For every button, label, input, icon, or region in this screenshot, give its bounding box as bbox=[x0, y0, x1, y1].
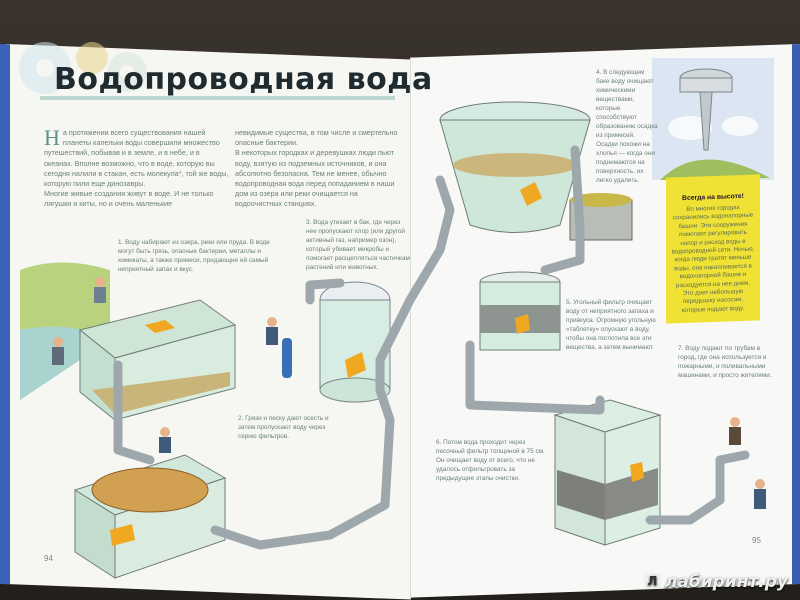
step-5-caption: 5. Угольный фильтр очищает воду от непри… bbox=[566, 299, 656, 351]
tower-info-text: Во многих городах сохранились водонапорн… bbox=[671, 204, 755, 314]
intro-paragraph-4: В некоторых городках и деревушках люди п… bbox=[235, 148, 395, 209]
step-2-caption: 2. Грязи и песку дают осесть и затем про… bbox=[238, 415, 329, 440]
page-number-right: 95 bbox=[752, 536, 761, 545]
intro-paragraph-2: Многие живые создания живут в воде. И не… bbox=[44, 189, 214, 209]
step-6-caption: 6. Потом вода проходит через песочный фи… bbox=[436, 439, 545, 482]
drop-cap: Н bbox=[44, 125, 60, 150]
intro-paragraph-1: а протяжении всего существования нашей п… bbox=[44, 128, 229, 189]
cover-edge-left bbox=[0, 44, 10, 585]
watermark-text: лабиринт.ру bbox=[664, 572, 788, 592]
intro-text-col1: Н а протяжении всего существования нашей… bbox=[44, 125, 229, 210]
page-number-left: 94 bbox=[44, 554, 53, 563]
step-3-caption: 3. Вода утекает в бак, где через нее про… bbox=[306, 219, 410, 271]
labirint-logo-icon: Л bbox=[643, 573, 661, 589]
step-1-caption: 1. Воду набирают из озера, реки или пруд… bbox=[118, 239, 270, 273]
tower-info-heading: Всегда на высоте! bbox=[682, 192, 744, 203]
step-7-caption: 7. Воду подают по трубам в город, где он… bbox=[678, 345, 772, 379]
step-4-caption: 4. В следующем баке воду очищают химичес… bbox=[596, 69, 658, 184]
cover-edge-right bbox=[792, 44, 800, 585]
intro-text-col2: невидимые существа, в том числе и смерте… bbox=[235, 128, 400, 210]
tower-info-box: Всегда на высоте! Во многих городах сохр… bbox=[666, 174, 760, 324]
intro-paragraph-3: невидимые существа, в том числе и смерте… bbox=[235, 128, 398, 148]
page-title: Водопроводная вода bbox=[54, 62, 433, 97]
